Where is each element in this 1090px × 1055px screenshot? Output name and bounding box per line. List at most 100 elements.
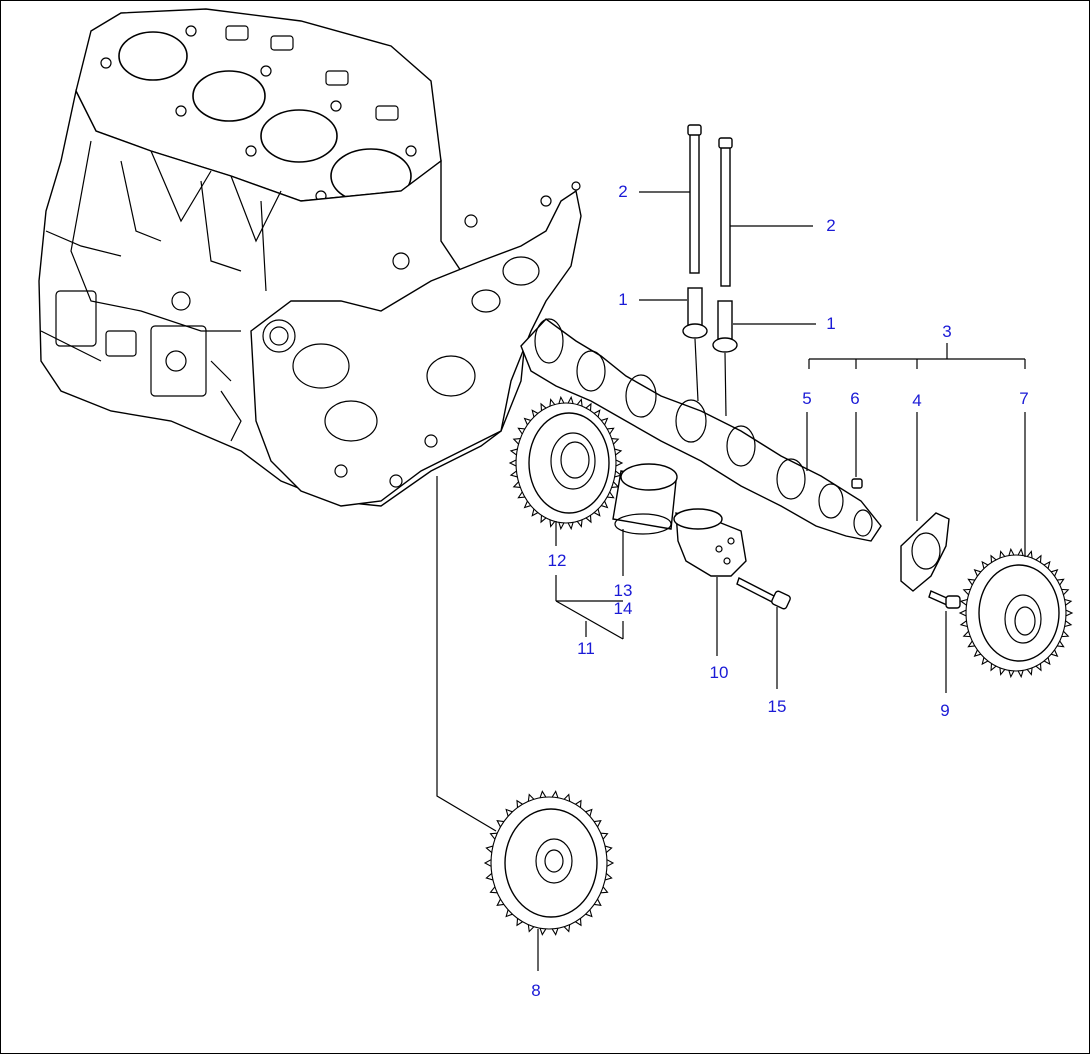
callout-4: 4	[912, 391, 922, 410]
gear-tooth	[558, 522, 565, 531]
gear-tooth	[523, 500, 531, 509]
gear-tooth	[990, 663, 997, 672]
gear-tooth	[593, 409, 601, 418]
gear-tooth	[508, 459, 517, 467]
gear-tooth	[485, 845, 494, 853]
bolt-15	[736, 577, 791, 610]
gear-tooth	[973, 568, 981, 577]
gear-tooth	[1064, 620, 1073, 628]
gear-tooth	[1017, 670, 1024, 679]
gear-tooth	[509, 448, 518, 456]
gear-tooth	[485, 873, 494, 881]
gear-tooth	[585, 402, 592, 411]
gear-tooth	[615, 459, 624, 467]
callout-1-left: 1	[618, 290, 628, 309]
gear-tooth	[551, 790, 559, 798]
gear-tooth	[1057, 640, 1065, 648]
callout-14: 14	[613, 599, 633, 618]
callout-12: 12	[547, 551, 567, 570]
pin	[851, 478, 863, 489]
gear-idler	[508, 395, 624, 531]
gear-tooth	[604, 873, 613, 881]
gear-tooth	[505, 808, 513, 817]
gear-tooth	[959, 620, 968, 628]
cam-gear	[958, 547, 1074, 679]
gear-tooth	[585, 515, 592, 524]
bushing	[612, 463, 678, 535]
gear-tooth	[600, 832, 609, 840]
gear-tooth	[967, 578, 975, 586]
callout-8: 8	[531, 981, 541, 1000]
gear-tooth	[517, 491, 525, 499]
gear-tooth	[594, 819, 602, 828]
thrust-plate	[900, 512, 950, 592]
gear-tooth	[1043, 560, 1051, 569]
gear-tooth	[967, 640, 975, 648]
gear-tooth	[509, 470, 518, 478]
gear-tooth	[607, 491, 615, 499]
callout-7: 7	[1019, 389, 1029, 408]
gear-tooth	[540, 402, 547, 411]
tappet-left	[682, 287, 708, 339]
engine-block	[38, 8, 582, 507]
callout-3: 3	[942, 322, 952, 341]
gear-tooth	[567, 395, 574, 404]
gear-tooth	[575, 799, 582, 808]
gear-tooth	[1017, 547, 1024, 556]
gear-tooth	[1051, 649, 1059, 658]
callout-1-right: 1	[826, 314, 836, 333]
gear-tooth	[483, 859, 492, 867]
gear-tooth	[517, 427, 525, 435]
bolt-9	[928, 590, 961, 609]
gear-tooth	[973, 649, 981, 658]
callout-9: 9	[940, 701, 950, 720]
gear-tooth	[594, 898, 602, 907]
gear-tooth	[981, 657, 989, 666]
callout-6: 6	[850, 389, 860, 408]
gear-tooth	[958, 609, 967, 617]
crank-gear	[483, 790, 615, 936]
gear-tooth	[539, 790, 547, 798]
gear-tooth	[516, 918, 523, 927]
gear-tooth	[551, 928, 559, 936]
callout-5: 5	[802, 389, 812, 408]
gear-tooth	[531, 508, 539, 517]
gear-tooth	[523, 417, 531, 426]
gear-tooth	[1008, 547, 1015, 556]
gear-tooth	[1051, 568, 1059, 577]
tappet-right	[712, 300, 738, 353]
gear-tooth	[516, 799, 523, 808]
gear-tooth	[959, 598, 968, 606]
camshaft	[520, 318, 882, 542]
gear-tooth	[606, 859, 615, 867]
callout-2-left: 2	[618, 182, 628, 201]
gear-tooth	[531, 409, 539, 418]
gear-tooth	[567, 522, 574, 531]
gear-tooth	[990, 554, 997, 563]
gear-tooth	[496, 819, 504, 828]
gear-tooth	[496, 898, 504, 907]
gear-tooth	[614, 448, 623, 456]
gear-tooth	[607, 427, 615, 435]
gear-tooth	[604, 845, 613, 853]
idler-shaft	[673, 508, 747, 577]
push-rod-right	[718, 137, 733, 287]
callout-2-right: 2	[826, 216, 836, 235]
callout-13: 13	[613, 581, 633, 600]
gear-tooth	[489, 832, 498, 840]
gear-tooth	[601, 500, 609, 509]
gear-tooth	[540, 515, 547, 524]
gear-tooth	[981, 560, 989, 569]
callout-10: 10	[709, 663, 729, 682]
callout-15: 15	[767, 697, 787, 716]
gear-tooth	[585, 808, 593, 817]
gear-tooth	[601, 417, 609, 426]
gear-tooth	[1035, 663, 1042, 672]
gear-tooth	[575, 918, 582, 927]
gear-tooth	[585, 909, 593, 918]
gear-tooth	[558, 395, 565, 404]
leader-lines	[436, 191, 1026, 971]
gear-tooth	[1057, 578, 1065, 586]
gear-tooth	[505, 909, 513, 918]
